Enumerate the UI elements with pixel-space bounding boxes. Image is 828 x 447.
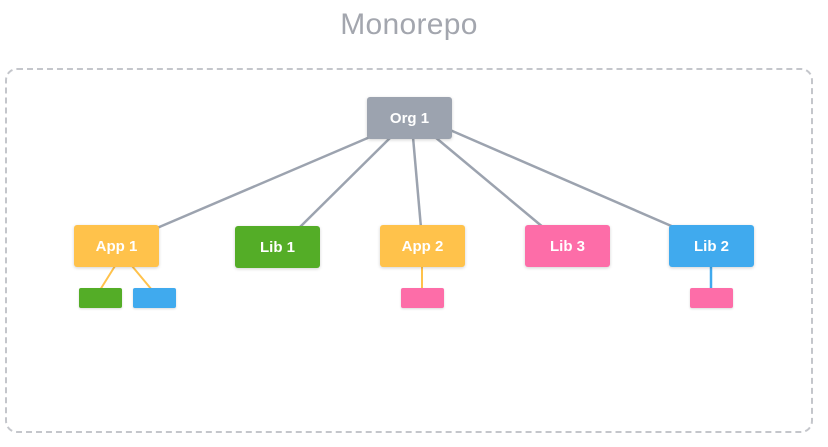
monorepo-boundary: [5, 68, 813, 433]
link-org1-lib1: [298, 136, 392, 229]
node-app2: App 2: [380, 225, 465, 267]
diagram-title: Monorepo: [340, 8, 478, 41]
app2-pink-chip: [401, 288, 444, 308]
link-org1-app1: [156, 135, 371, 230]
link-org1-app2: [411, 136, 423, 229]
node-lib2: Lib 2: [669, 225, 754, 267]
node-org1: Org 1: [367, 97, 452, 139]
link-app1-green-chip: [99, 265, 116, 291]
app1-blue-chip: [133, 288, 176, 308]
node-lib1: Lib 1: [235, 226, 320, 268]
app1-green-chip: [79, 288, 122, 308]
link-org1-lib2: [449, 128, 677, 230]
node-lib3: Lib 3: [525, 225, 610, 267]
link-app1-blue-chip: [131, 265, 153, 291]
link-org1-lib3: [434, 136, 545, 229]
lib2-pink-chip: [690, 288, 733, 308]
node-app1: App 1: [74, 225, 159, 267]
